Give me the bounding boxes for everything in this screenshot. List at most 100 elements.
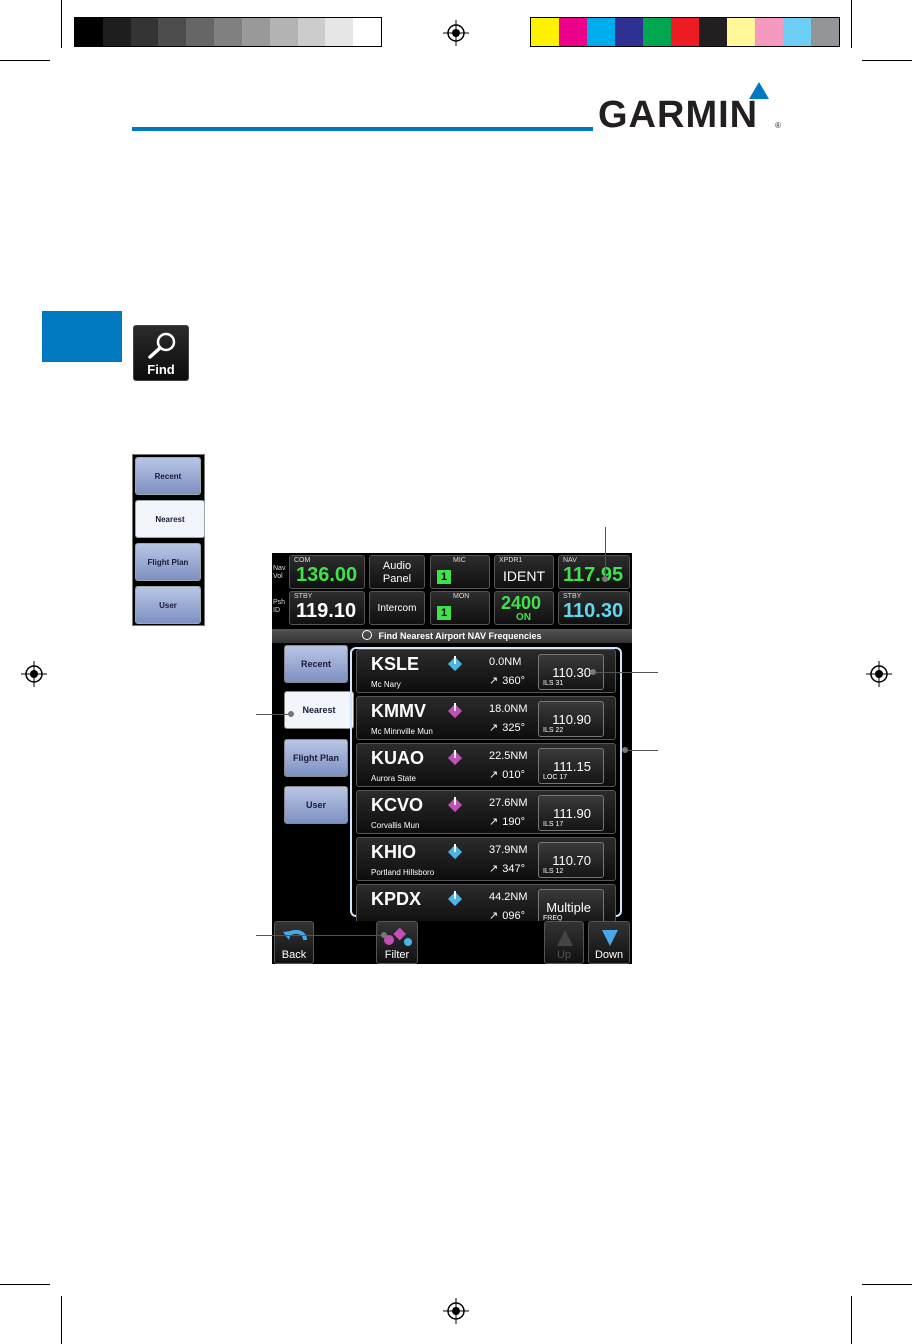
airport-name: Portland Hillsboro xyxy=(371,868,435,877)
audio-panel-button[interactable]: Audio Panel xyxy=(369,555,425,589)
crop-mark xyxy=(851,1296,852,1344)
filter-button[interactable]: Filter xyxy=(376,921,418,964)
approach-label: ILS 22 xyxy=(543,727,564,734)
approach-label: ILS 31 xyxy=(543,680,564,687)
approach-label: FREQ xyxy=(543,915,563,922)
garmin-logo: GARMIN xyxy=(598,94,759,136)
back-button[interactable]: Back xyxy=(274,921,314,964)
crop-mark xyxy=(0,60,50,61)
nav-frequency: 110.90 xyxy=(552,712,591,727)
callout-dot xyxy=(602,576,608,582)
airport-name: Mc Nary xyxy=(371,680,401,689)
airport-distance: 27.6NM xyxy=(489,797,528,809)
nav-label: NAV xyxy=(563,557,577,564)
mic-button[interactable]: MIC 1 xyxy=(430,555,490,589)
com-active-button[interactable]: COM 136.00 xyxy=(289,555,365,589)
tab-user[interactable]: User xyxy=(135,586,201,624)
back-label: Back xyxy=(281,949,307,961)
tab-nearest[interactable]: Nearest xyxy=(135,500,205,538)
airport-distance: 22.5NM xyxy=(489,750,528,762)
airport-distance: 18.0NM xyxy=(489,703,528,715)
nav-frequency: 110.70 xyxy=(552,853,591,868)
mic-value: 1 xyxy=(437,570,451,584)
magnifier-icon xyxy=(148,332,176,359)
airport-bearing: ↗347° xyxy=(489,862,525,875)
airport-bearing: ↗325° xyxy=(489,721,525,734)
crop-mark xyxy=(862,1284,912,1285)
tab-nearest[interactable]: Nearest xyxy=(284,691,354,729)
airport-distance: 0.0NM xyxy=(489,656,522,668)
down-arrow-icon xyxy=(602,930,618,946)
bearing-arrow-icon: ↗ xyxy=(489,816,499,828)
approach-label: ILS 12 xyxy=(543,868,564,875)
airport-icon xyxy=(447,750,463,766)
airport-name: Mc Minnville Mun xyxy=(371,727,433,736)
xpdr-code: 2400 xyxy=(501,593,542,613)
mon-label: MON xyxy=(453,593,470,600)
down-label: Down xyxy=(594,949,624,961)
bearing-arrow-icon: ↗ xyxy=(489,722,499,734)
airport-bearing: ↗096° xyxy=(489,909,525,922)
gray-color-bar xyxy=(74,17,382,47)
com-standby-button[interactable]: STBY 119.10 xyxy=(289,591,365,625)
airport-name: Corvallis Mun xyxy=(371,821,420,830)
bearing-arrow-icon: ↗ xyxy=(489,910,499,922)
airport-icon xyxy=(447,656,463,672)
find-button[interactable]: Find xyxy=(133,325,189,381)
tab-flight-plan[interactable]: Flight Plan xyxy=(284,739,348,777)
callout-leader xyxy=(256,935,384,936)
xpdr-ident-button[interactable]: XPDR1 IDENT xyxy=(494,555,554,589)
nav-stby-label: STBY xyxy=(563,593,582,600)
registration-mark-icon xyxy=(21,661,47,687)
tab-recent[interactable]: Recent xyxy=(135,457,201,495)
nav-active-button[interactable]: NAV 117.95 xyxy=(558,555,630,589)
mon-button[interactable]: MON 1 xyxy=(430,591,490,625)
header-rule xyxy=(132,127,593,131)
xpdr-ident: IDENT xyxy=(503,568,545,584)
down-button[interactable]: Down xyxy=(588,921,630,964)
airport-bearing: ↗360° xyxy=(489,674,525,687)
back-arrow-icon xyxy=(283,929,307,941)
up-button[interactable]: Up xyxy=(544,921,584,964)
xpdr-code-button[interactable]: 2400 ON xyxy=(494,591,554,625)
bearing-value: 190° xyxy=(502,816,525,828)
bearing-value: 360° xyxy=(502,675,525,687)
approach-label: LOC 17 xyxy=(543,774,568,781)
airport-icon xyxy=(447,797,463,813)
intercom-button[interactable]: Intercom xyxy=(369,591,425,625)
airport-ident: KCVO xyxy=(371,795,424,815)
registration-mark-icon xyxy=(443,1298,469,1324)
registered-mark: ® xyxy=(775,121,781,130)
audio-panel-label: Audio Panel xyxy=(382,560,412,585)
callout-leader xyxy=(256,714,291,715)
airport-distance: 44.2NM xyxy=(489,891,528,903)
tab-strip-preview: Recent Nearest Flight Plan User xyxy=(132,454,205,626)
nav-standby-button[interactable]: STBY 110.30 xyxy=(558,591,630,625)
tab-recent[interactable]: Recent xyxy=(284,645,348,683)
nav-standby-freq: 110.30 xyxy=(563,600,624,622)
tab-flight-plan[interactable]: Flight Plan xyxy=(135,543,201,581)
crop-mark xyxy=(862,60,912,61)
airport-ident: KPDX xyxy=(371,889,422,909)
com-stby-label: STBY xyxy=(294,593,313,600)
bearing-arrow-icon: ↗ xyxy=(489,675,499,687)
xpdr-mode: ON xyxy=(516,612,531,623)
nav-frequency: Multiple xyxy=(546,900,591,915)
section-side-tab xyxy=(42,311,122,362)
tab-user[interactable]: User xyxy=(284,786,348,824)
bottom-bar: Back Filter Up Down xyxy=(272,921,632,964)
airport-ident: KMMV xyxy=(371,701,426,721)
registration-mark-icon xyxy=(866,661,892,687)
gtn-screen: Nav Vol Psh ID COM 136.00 STBY 119.10 Au… xyxy=(272,553,632,964)
